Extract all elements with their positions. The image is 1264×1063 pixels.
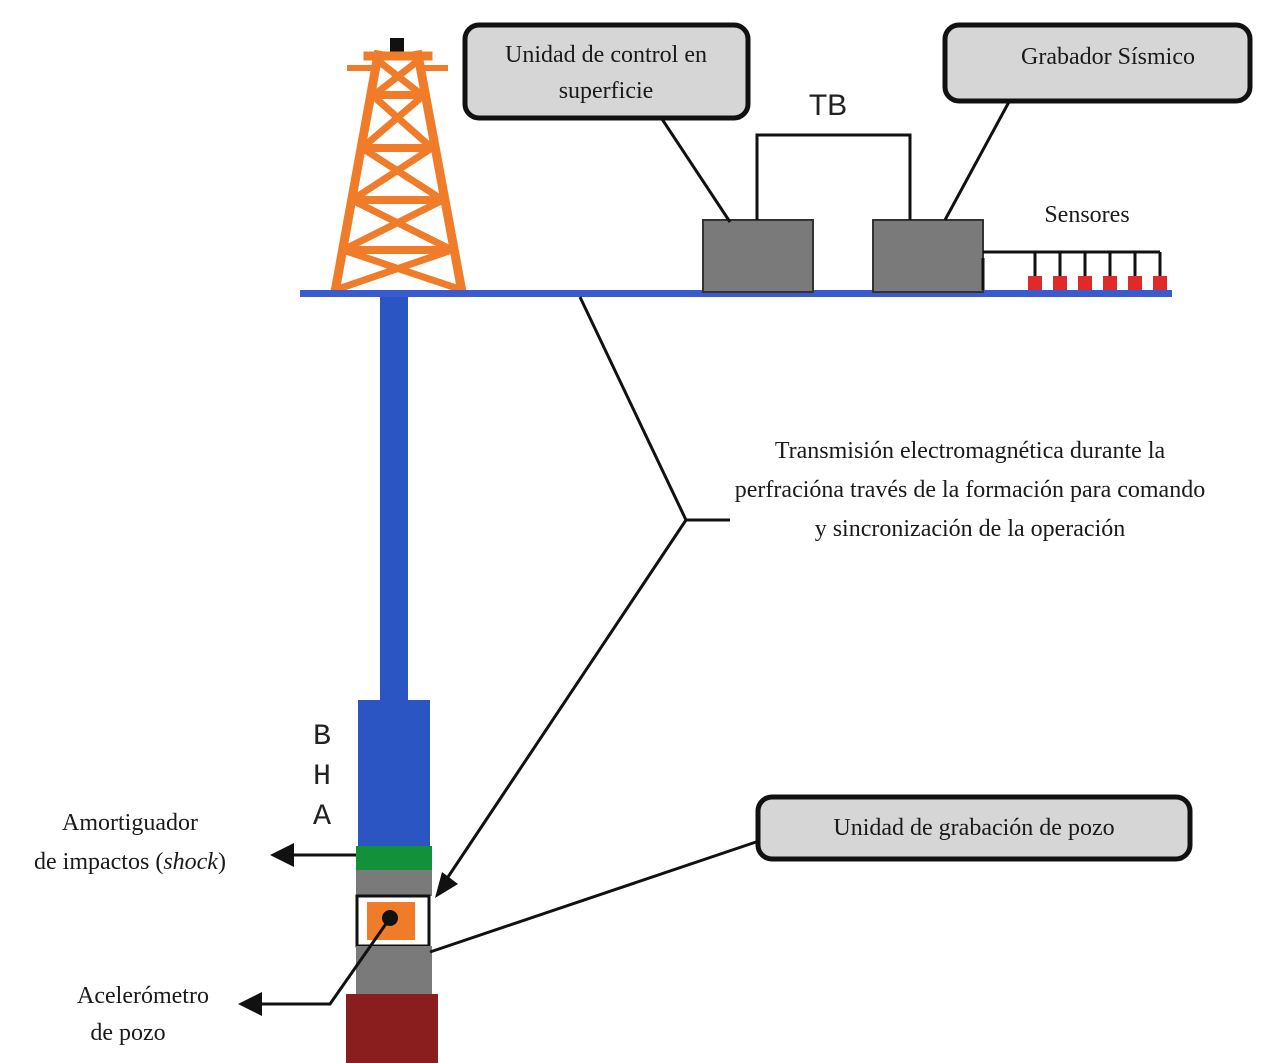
geophone-sensor-icon bbox=[1128, 276, 1142, 290]
sensor-array bbox=[981, 250, 1167, 290]
ground-surface-line bbox=[300, 290, 1172, 297]
accelerometer-pointer bbox=[258, 917, 392, 1006]
seismic-recorder-box bbox=[872, 219, 984, 293]
shock-absorber-line2: de impactos (shock) bbox=[34, 849, 226, 875]
sensors-label: Sensores bbox=[1044, 202, 1129, 228]
geophone-sensor-icon bbox=[1053, 276, 1067, 290]
surface-control-line2: superficie bbox=[559, 78, 654, 104]
surface-control-box bbox=[702, 219, 814, 293]
gray-sub-upper bbox=[356, 870, 432, 896]
bha-letter-h: H bbox=[313, 760, 331, 794]
transmission-arrowhead-icon bbox=[435, 872, 458, 898]
drill-bit bbox=[346, 994, 438, 1063]
accelerometer-line2: de pozo bbox=[90, 1020, 165, 1046]
tb-label: TB bbox=[809, 89, 847, 122]
shock-absorber-sub bbox=[356, 846, 432, 870]
bha-letter-a: A bbox=[313, 800, 331, 834]
gray-sub-lower bbox=[356, 946, 432, 994]
transmission-line2: perfraciónа través de la formación para … bbox=[735, 477, 1205, 503]
transmission-line3: y sincronización de la operación bbox=[815, 516, 1126, 542]
bha-letter-b: B bbox=[313, 720, 331, 754]
tb-link-line bbox=[755, 133, 912, 220]
surface-control-line1: Unidad de control en bbox=[505, 42, 707, 68]
well-recorder-label: Unidad de grabación de pozo bbox=[833, 815, 1114, 841]
geophone-sensor-icon bbox=[1028, 276, 1042, 290]
surface-control-callout: Unidad de control en superficie bbox=[462, 22, 751, 223]
transmission-line1: Transmisión electromagnética durante la bbox=[775, 438, 1166, 464]
accelerometer-line1: Acelerómetro bbox=[77, 983, 209, 1009]
transmission-bracket bbox=[444, 296, 730, 881]
shock-absorber-line1: Amortiguador bbox=[62, 810, 198, 836]
seismic-recorder-label: Grabador Sísmico bbox=[1021, 44, 1195, 70]
accelerometer-arrowhead-icon bbox=[238, 992, 262, 1016]
well-recorder-callout: Unidad de grabación de pozo bbox=[429, 794, 1193, 954]
bha-collar bbox=[358, 700, 430, 846]
geophone-sensor-icon bbox=[1153, 276, 1167, 290]
drilling-rig-icon bbox=[329, 38, 468, 298]
drill-pipe bbox=[380, 295, 408, 705]
shock-absorber-arrowhead-icon bbox=[270, 843, 294, 867]
seismic-recorder-callout: Grabador Sísmico bbox=[942, 22, 1253, 221]
geophone-sensor-icon bbox=[1078, 276, 1092, 290]
geophone-sensor-icon bbox=[1103, 276, 1117, 290]
